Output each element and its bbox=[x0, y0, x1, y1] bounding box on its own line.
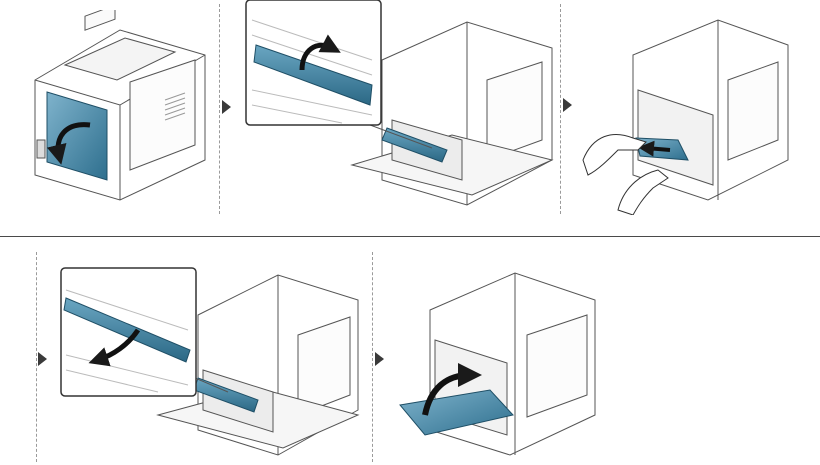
fuser-lever-lift-icon bbox=[245, 0, 554, 206]
step-divider bbox=[372, 252, 373, 462]
section-separator bbox=[0, 236, 820, 237]
printer-open-rear-cover-icon bbox=[34, 10, 206, 201]
step-1-illustration bbox=[25, 10, 220, 210]
step-2-illustration bbox=[232, 0, 557, 212]
next-step-arrow-icon bbox=[375, 352, 384, 366]
step-divider bbox=[36, 252, 37, 462]
step-divider bbox=[560, 4, 561, 214]
next-step-arrow-icon bbox=[38, 352, 47, 366]
step-4-illustration bbox=[58, 260, 363, 460]
pull-jammed-paper-icon bbox=[582, 19, 789, 215]
step-divider bbox=[219, 4, 220, 214]
step-3-illustration bbox=[578, 10, 793, 215]
step-5-illustration bbox=[395, 265, 605, 460]
next-step-arrow-icon bbox=[222, 100, 231, 114]
next-step-arrow-icon bbox=[563, 98, 572, 112]
fuser-lever-lower-icon bbox=[60, 267, 360, 456]
printer-close-rear-cover-icon bbox=[399, 272, 596, 456]
